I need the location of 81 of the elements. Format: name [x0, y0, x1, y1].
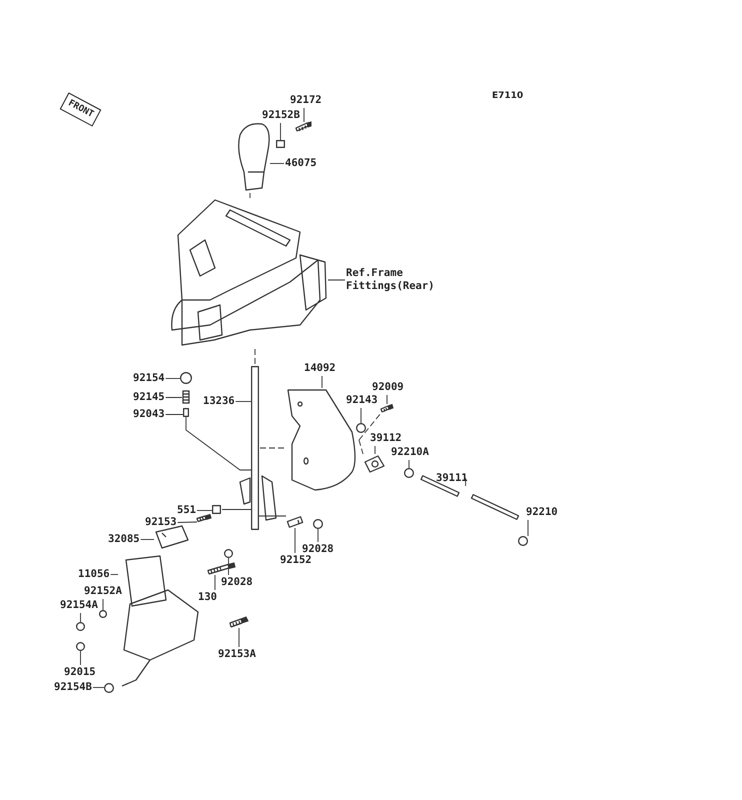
collar-drawing: [313, 519, 323, 529]
nut-drawing: [518, 536, 528, 546]
callout-number: 92028: [302, 543, 334, 556]
rod-end-drawing: [363, 454, 387, 474]
cap-drawing: [180, 372, 192, 384]
frame-drawing: [172, 198, 328, 348]
callout-number: 551: [177, 504, 196, 517]
bolt-drawing: [197, 514, 211, 522]
leader-line: [386, 394, 388, 404]
leader-line: [196, 510, 212, 511]
callout-number: 92145: [133, 391, 165, 404]
bolt-drawing: [104, 683, 114, 693]
leader-line: [270, 163, 284, 164]
callout-number: 92210A: [391, 446, 429, 459]
leader-line: [465, 478, 466, 486]
screw-drawing: [296, 122, 312, 132]
callout-number: 92172: [290, 94, 322, 107]
callout-number: 92043: [133, 408, 165, 421]
callout-number: 130: [198, 591, 217, 604]
callout-number: 39111: [436, 472, 468, 485]
callout-number: 46075: [285, 157, 317, 170]
leader-line: [214, 574, 216, 590]
figure-code: E7110: [492, 91, 524, 101]
shift-knob-drawing: [236, 122, 270, 192]
leader-line: [374, 446, 376, 454]
callout-number: 13236: [203, 395, 235, 408]
center-line: [222, 509, 252, 510]
callout-number: 92210: [526, 506, 558, 519]
callout-number: 92028: [221, 576, 253, 589]
callout-number: 92152: [280, 554, 312, 567]
bolt-drawing: [381, 404, 393, 413]
washer-drawing: [224, 549, 233, 558]
leader-line: [165, 397, 182, 398]
center-line: [358, 440, 364, 454]
bolt-drawing: [76, 622, 85, 631]
collar-drawing: [276, 140, 285, 148]
center-line: [186, 416, 252, 470]
bolt-drawing: [208, 563, 236, 575]
leader-line: [92, 687, 104, 688]
bolt-drawing: [230, 616, 248, 628]
callout-number: 92015: [64, 666, 96, 679]
leader-line: [110, 574, 118, 575]
leader-line: [408, 460, 410, 468]
callout-number: 92154A: [60, 599, 98, 612]
callout-number: 14092: [304, 362, 336, 375]
callout-number: 92009: [372, 381, 404, 394]
leader-line: [165, 378, 180, 379]
washer-drawing: [356, 423, 366, 433]
callout-number: 11056: [78, 568, 110, 581]
leader-line: [280, 122, 281, 140]
leader-line: [165, 414, 184, 415]
callout-number: 92143: [346, 394, 378, 407]
leader-line: [102, 598, 104, 610]
leader-line: [140, 539, 154, 540]
nut-drawing: [76, 642, 85, 651]
callout-number: 92152B: [262, 109, 300, 122]
center-line: [254, 348, 256, 366]
callout-number: 92152A: [84, 585, 122, 598]
callout-number: 32085: [108, 533, 140, 546]
leader-line: [294, 528, 296, 554]
washer-drawing: [99, 610, 107, 618]
pin-drawing: [183, 408, 189, 417]
nut-drawing: [404, 468, 414, 478]
pin-drawing: [212, 505, 221, 514]
leader-line: [228, 558, 229, 576]
leader-line: [177, 522, 198, 523]
leader-line: [235, 401, 252, 402]
center-line: [358, 412, 382, 440]
leader-line: [360, 408, 362, 424]
pin-drawing: [286, 516, 304, 528]
leader-line: [80, 612, 81, 622]
reference-note: Ref.Frame Fittings(Rear): [346, 267, 458, 293]
callout-number: 92153: [145, 516, 177, 529]
spring-drawing: [182, 390, 190, 404]
leader-line: [238, 628, 240, 648]
leader-line: [80, 650, 81, 666]
callout-number: 39112: [370, 432, 402, 445]
callout-number: 92154B: [54, 681, 92, 694]
callout-number: 92153A: [218, 648, 256, 661]
block-drawing: [154, 524, 190, 550]
callout-number: 92154: [133, 372, 165, 385]
